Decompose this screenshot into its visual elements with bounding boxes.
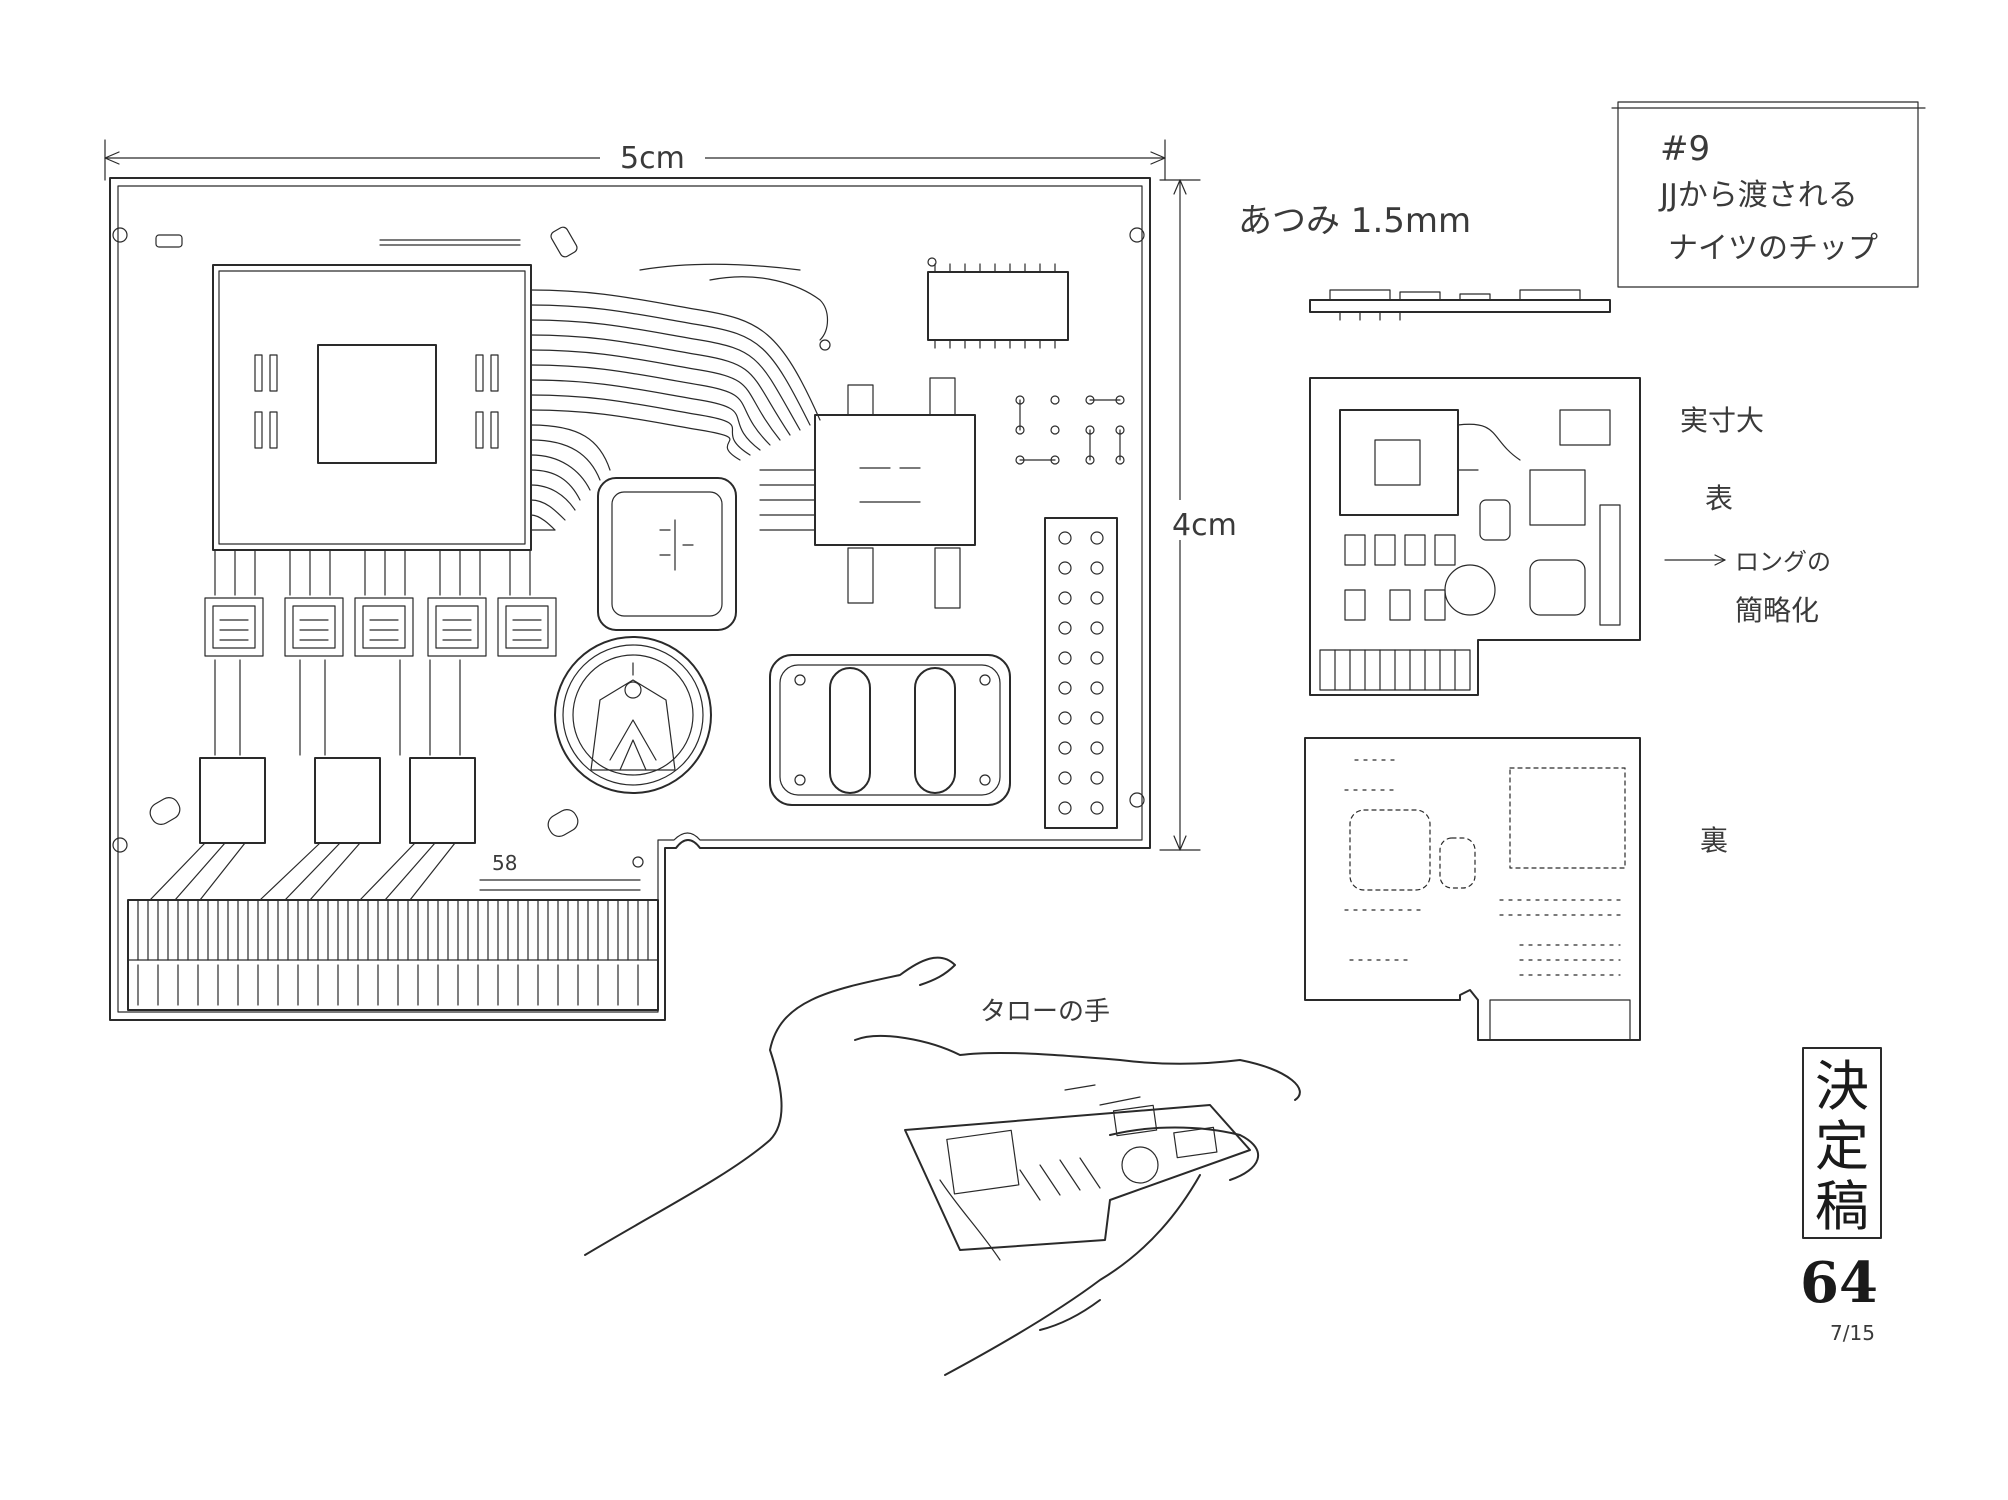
- soic-chip: [927, 257, 1069, 349]
- actual-size-label: 実寸大: [1680, 404, 1764, 437]
- long-shot-note: ロングの 簡略化: [1664, 548, 1831, 627]
- long-note-line-1: ロングの: [1735, 548, 1831, 576]
- trace-bundle: [530, 263, 831, 531]
- scene-number: #9: [1660, 129, 1710, 169]
- coil-module: [769, 654, 1011, 806]
- stamp-char-3: 稿: [1815, 1175, 1869, 1238]
- height-label: 4cm: [1172, 508, 1237, 543]
- thickness-label: あつみ 1.5mm: [1238, 201, 1471, 241]
- title-box: #9 JJから渡される ナイツのチップ: [1611, 101, 1926, 288]
- page-number: 64: [1800, 1250, 1878, 1316]
- thickness-view: あつみ 1.5mm: [1238, 201, 1611, 321]
- center-module: [597, 477, 737, 631]
- mounting-holes: [112, 227, 1145, 853]
- passive-components: [1015, 395, 1125, 465]
- lower-traces: [149, 842, 644, 901]
- stamp-char-1: 決: [1815, 1055, 1869, 1118]
- pin-header: [1044, 517, 1118, 829]
- height-dimension: 4cm: [1159, 179, 1255, 851]
- approval-stamp: 決 定 稿: [1802, 1047, 1882, 1239]
- width-dimension: 5cm: [104, 139, 1166, 181]
- long-note-line-2: 簡略化: [1735, 594, 1819, 627]
- main-processor-chip: [212, 264, 532, 551]
- small-pads: [149, 226, 579, 837]
- edge-connector: [127, 899, 659, 1011]
- regulator-component: [814, 377, 976, 609]
- front-label: 表: [1705, 482, 1733, 515]
- cpu-top-pins: [155, 234, 521, 248]
- back-label: 裏: [1700, 824, 1728, 857]
- board-mark: 58: [492, 851, 517, 875]
- front-view: [1309, 377, 1641, 696]
- page-date: 7/15: [1830, 1321, 1875, 1345]
- taro-hand-drawing: タローの手: [584, 956, 1301, 1376]
- emblem-chip: [554, 636, 712, 794]
- board-outline: [109, 177, 1151, 1021]
- width-label: 5cm: [620, 141, 685, 176]
- memory-chips: [199, 757, 476, 844]
- driver-chip-row: [204, 549, 557, 756]
- hand-label: タローの手: [980, 997, 1110, 1027]
- title-line-2: ナイツのチップ: [1668, 231, 1878, 266]
- back-view: [1304, 737, 1641, 1041]
- main-board-drawing: 5cm 4cm: [104, 139, 1255, 1021]
- title-line-1: JJから渡される: [1658, 178, 1858, 213]
- stamp-char-2: 定: [1815, 1115, 1869, 1178]
